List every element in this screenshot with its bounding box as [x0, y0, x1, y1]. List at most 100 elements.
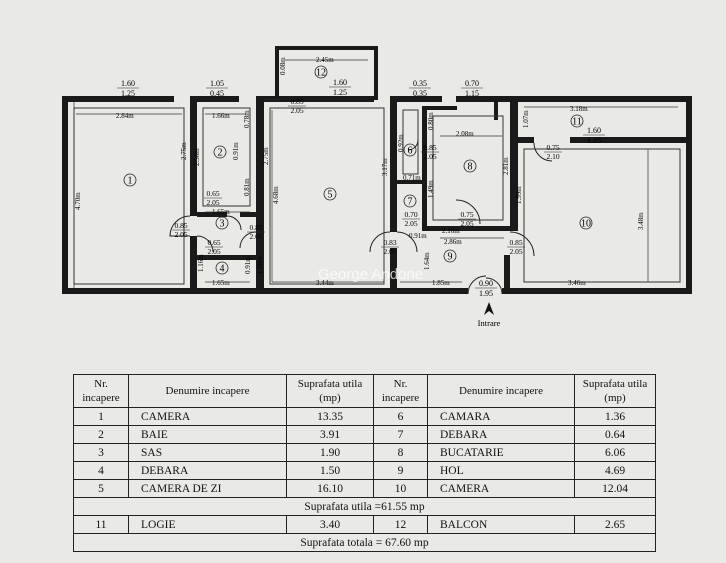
door-label: 2.05 — [249, 232, 262, 241]
door-label: 0.75 — [546, 143, 559, 152]
room-area: 3.91 — [286, 425, 374, 444]
window-label-top: 1.60 — [333, 78, 347, 87]
dim-label: 3.44m — [316, 279, 334, 287]
room-name: DEBARA — [427, 425, 575, 444]
door-label: 2.05 — [404, 219, 417, 228]
entry-door-label-top: 0.90 — [479, 279, 493, 288]
room-nr: 11 — [73, 515, 129, 534]
dim-label: 1.65m — [212, 279, 230, 287]
col-header: Nr. incapere — [73, 374, 129, 408]
dim-label: 1.64m — [423, 252, 431, 270]
grand-total-row: Suprafata totala = 67.60 mp — [73, 533, 656, 552]
room-number-5: 5 — [328, 190, 333, 201]
room-nr: 3 — [73, 443, 129, 462]
room-name: HOL — [427, 461, 575, 480]
door-label: 0.70 — [404, 210, 417, 219]
entrance-label: Intrare — [478, 318, 501, 328]
room-number-3: 3 — [220, 219, 225, 230]
plan-background — [0, 0, 726, 370]
room-area: 0.64 — [574, 425, 656, 444]
dim-label: 2.16m — [442, 227, 460, 235]
dim-label: 3.18m — [570, 105, 588, 113]
dim-label: 1.85m — [432, 279, 450, 287]
room-nr: 2 — [73, 425, 129, 444]
dim-label: 1.65m — [212, 208, 230, 216]
floor-plan: 1 2 3 4 5 6 7 8 9 10 11 12 1.60 1.25 1.0… — [0, 0, 726, 370]
table-row: 11 LOGIE 3.40 12 BALCON 2.65 — [73, 515, 656, 534]
room-number-12: 12 — [316, 68, 326, 79]
table-row: 5 CAMERA DE ZI 16.10 10 CAMERA 12.04 — [73, 479, 656, 498]
room-area: 2.65 — [574, 515, 656, 534]
window-label-bottom: 1.25 — [587, 136, 601, 145]
window-label-bottom: 1.15 — [465, 89, 479, 98]
dim-label: 2.86m — [444, 238, 462, 246]
watermark: George Andone — [318, 266, 423, 283]
room-nr: 9 — [373, 461, 428, 480]
dim-label: 0.80m — [427, 112, 435, 130]
room-area: 13.35 — [286, 407, 374, 426]
dim-label: 1.99m — [515, 186, 523, 204]
room-name: LOGIE — [128, 515, 287, 534]
room-nr: 6 — [373, 407, 428, 426]
room-name: BAIE — [128, 425, 287, 444]
useful-total-row: Suprafata utila =61.55 mp — [73, 497, 656, 516]
table-row: 1 CAMERA 13.35 6 CAMARA 1.36 — [73, 407, 656, 426]
room-number-11: 11 — [572, 117, 582, 128]
room-nr: 12 — [373, 515, 428, 534]
window-label-bottom: 0.35 — [413, 89, 427, 98]
dim-label: 2.08m — [456, 130, 474, 138]
dim-label: 2.45m — [316, 56, 334, 64]
room-name: CAMERA DE ZI — [128, 479, 287, 498]
room-area: 12.04 — [574, 479, 656, 498]
dim-label: 1.08m — [256, 256, 264, 274]
room-name: DEBARA — [128, 461, 287, 480]
dim-label: 0.71m — [403, 174, 421, 182]
table-row: 2 BAIE 3.91 7 DEBARA 0.64 — [73, 425, 656, 444]
room-name: SAS — [128, 443, 287, 462]
dim-label: 4.70m — [74, 192, 82, 210]
door-labels: 0.85 2.05 0.65 2.05 0.65 2.05 0.85 2.05 … — [172, 97, 562, 256]
window-label-bottom: 1.25 — [333, 88, 347, 97]
door-label: 0.75 — [460, 210, 473, 219]
room-area: 1.90 — [286, 443, 374, 462]
door-label: 2.05 — [509, 247, 522, 256]
dim-label: 0.92m — [397, 134, 405, 152]
room-name: BALCON — [427, 515, 575, 534]
total-area: Suprafata totala = 67.60 mp — [73, 533, 656, 552]
room-numbers: 1 2 3 4 5 6 7 8 9 10 11 12 — [123, 65, 593, 275]
room-nr: 1 — [73, 407, 129, 426]
dim-label: 0.91m — [232, 142, 240, 160]
dim-label: 0.78m — [243, 110, 251, 128]
room-name: CAMERA — [128, 407, 287, 426]
door-label: 2.05 — [174, 230, 187, 239]
dim-label: 1.49m — [427, 180, 435, 198]
door-label: 2.05 — [207, 247, 220, 256]
doors — [169, 99, 553, 295]
room-nr: 8 — [373, 443, 428, 462]
door-label: 2.05 — [460, 219, 473, 228]
dim-label: 2.50m — [193, 148, 201, 166]
room-nr: 7 — [373, 425, 428, 444]
room-name: CAMARA — [427, 407, 575, 426]
room-number-4: 4 — [220, 264, 225, 275]
col-header: Suprafata utila (mp) — [574, 374, 656, 408]
dim-label: 1.07m — [522, 110, 530, 128]
col-header: Nr. incapere — [373, 374, 428, 408]
dim-label: 2.75m — [262, 147, 270, 165]
room-number-10: 10 — [581, 219, 591, 230]
dim-label: 2.84m — [116, 112, 134, 120]
room-nr: 4 — [73, 461, 129, 480]
dim-label: 4.68m — [272, 186, 280, 204]
door-label: 0.85 — [423, 143, 436, 152]
dim-label: 3.46m — [568, 279, 586, 287]
dim-label: 3.17m — [381, 158, 389, 176]
window-label-bottom: 0.45 — [210, 89, 224, 98]
dimension-lines — [73, 59, 680, 288]
dimension-labels: 2.84m 4.70m 1.66m 2.50m 1.65m 1.65m 1.16… — [74, 56, 645, 287]
door-label: 0.85 — [290, 97, 303, 106]
room-nr: 5 — [73, 479, 129, 498]
door-label: 0.83 — [383, 238, 396, 247]
dim-label: 0.91m — [409, 232, 427, 240]
window-label-top: 0.70 — [465, 79, 479, 88]
